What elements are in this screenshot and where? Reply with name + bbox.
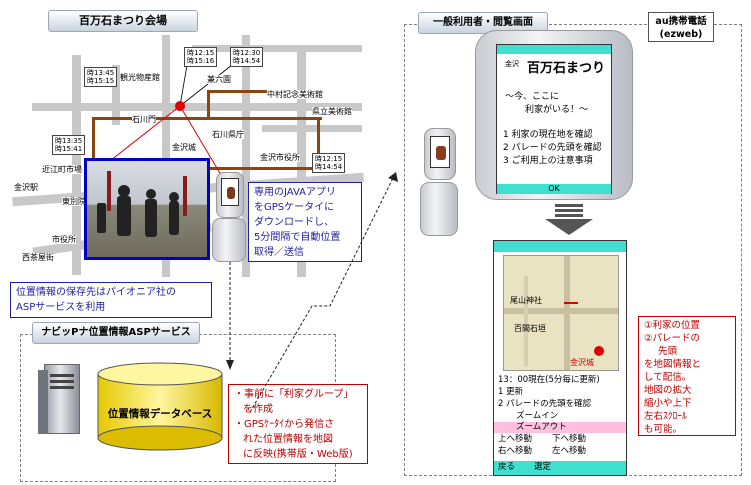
menu-item-2[interactable]: 2 パレードの先頭を確認 — [503, 143, 602, 153]
time-box: 時13:35 時15:41 — [52, 135, 86, 155]
move-left-item[interactable]: 左へ移動 — [552, 446, 587, 456]
time-box: 時13:45 時15:15 — [84, 67, 118, 87]
asp-details-note: ・事前に「利家グループ」 を作成 ・GPSｹｰﾀｲから発信さ れた位置情報を地図… — [228, 384, 368, 464]
time-box: 時12:15 時15:16 — [184, 47, 218, 67]
map-place: 石川門 — [132, 115, 156, 124]
database-label: 位置情報データベース — [107, 408, 213, 420]
map-place: 兼六園 — [207, 75, 231, 84]
down-arrow — [545, 204, 593, 236]
phone-menu: 金沢 百万石まつり ～今、ここに 利家がいる！～ 1 利家の現在地を確認 2 パ… — [475, 30, 633, 200]
map-place: 西茶屋街 — [22, 253, 54, 262]
venue-title: 百万石まつり会場 — [48, 10, 198, 32]
zoom-out-item[interactable]: ズームアウト — [516, 422, 567, 432]
java-app-note: 専用のJAVAアプリ をGPSケータイに ダウンロードし、 5分間隔で自動位置 … — [248, 182, 362, 262]
server-icon — [38, 364, 90, 442]
map-place: 県立美術館 — [312, 107, 352, 116]
map-place: 東別院 — [62, 197, 86, 206]
back-softkey[interactable]: 戻る — [498, 462, 516, 472]
storage-note: 位置情報の保存先はパイオニア社の ASPサービスを利用 — [10, 282, 212, 318]
map-place: 観光物産館 — [120, 73, 160, 82]
phone-map-screen: 尾山神社 百間石垣 金沢城 13：00現在(5分毎に更新) 1 更新 2 パレー… — [493, 240, 627, 476]
map-place: 石川県庁 — [212, 130, 244, 139]
menu-item-1[interactable]: 1 利家の現在地を確認 — [503, 130, 593, 140]
parade-head-item[interactable]: 2 パレードの先頭を確認 — [498, 399, 592, 409]
time-box: 時12:30 時14:54 — [230, 47, 264, 67]
map-place: 金沢城 — [172, 143, 196, 152]
update-status: 13：00現在(5分毎に更新) — [498, 375, 600, 385]
move-right-item[interactable]: 右へ移動 — [498, 446, 533, 456]
map-features-note: ①利家の位置 ②パレードの 先頭 を地図情報と して配信。 地図の拡大 縮小や上… — [638, 316, 736, 436]
map-place: 市役所 — [52, 235, 76, 244]
map-place: 金沢駅 — [14, 183, 38, 192]
small-flip-phone — [420, 128, 460, 238]
update-item[interactable]: 1 更新 — [498, 387, 524, 397]
map-place: 金沢市役所 — [260, 153, 300, 162]
time-box: 時12:15 時14:54 — [312, 153, 346, 173]
ok-softkey[interactable]: OK — [497, 184, 611, 194]
move-up-item[interactable]: 上へ移動 — [498, 434, 533, 444]
menu-item-3[interactable]: 3 ご利用上の注意事項 — [503, 156, 593, 166]
samurai-photo — [84, 158, 210, 260]
move-down-item[interactable]: 下へ移動 — [552, 434, 587, 444]
select-softkey[interactable]: 選定 — [534, 462, 552, 472]
carrier-badge: au携帯電話 (ezweb) — [648, 12, 714, 42]
map-place: 中村記念美術館 — [267, 90, 323, 99]
map-place: 近江町市場 — [42, 165, 82, 174]
gps-phone — [212, 172, 248, 262]
phone-map-view: 尾山神社 百間石垣 金沢城 — [503, 255, 619, 371]
database-cylinder: 位置情報データベース — [96, 362, 224, 452]
zoom-in-item[interactable]: ズームイン — [516, 411, 559, 421]
asp-service-title: ナビッPナ位置情報ASPサービス — [32, 322, 200, 344]
